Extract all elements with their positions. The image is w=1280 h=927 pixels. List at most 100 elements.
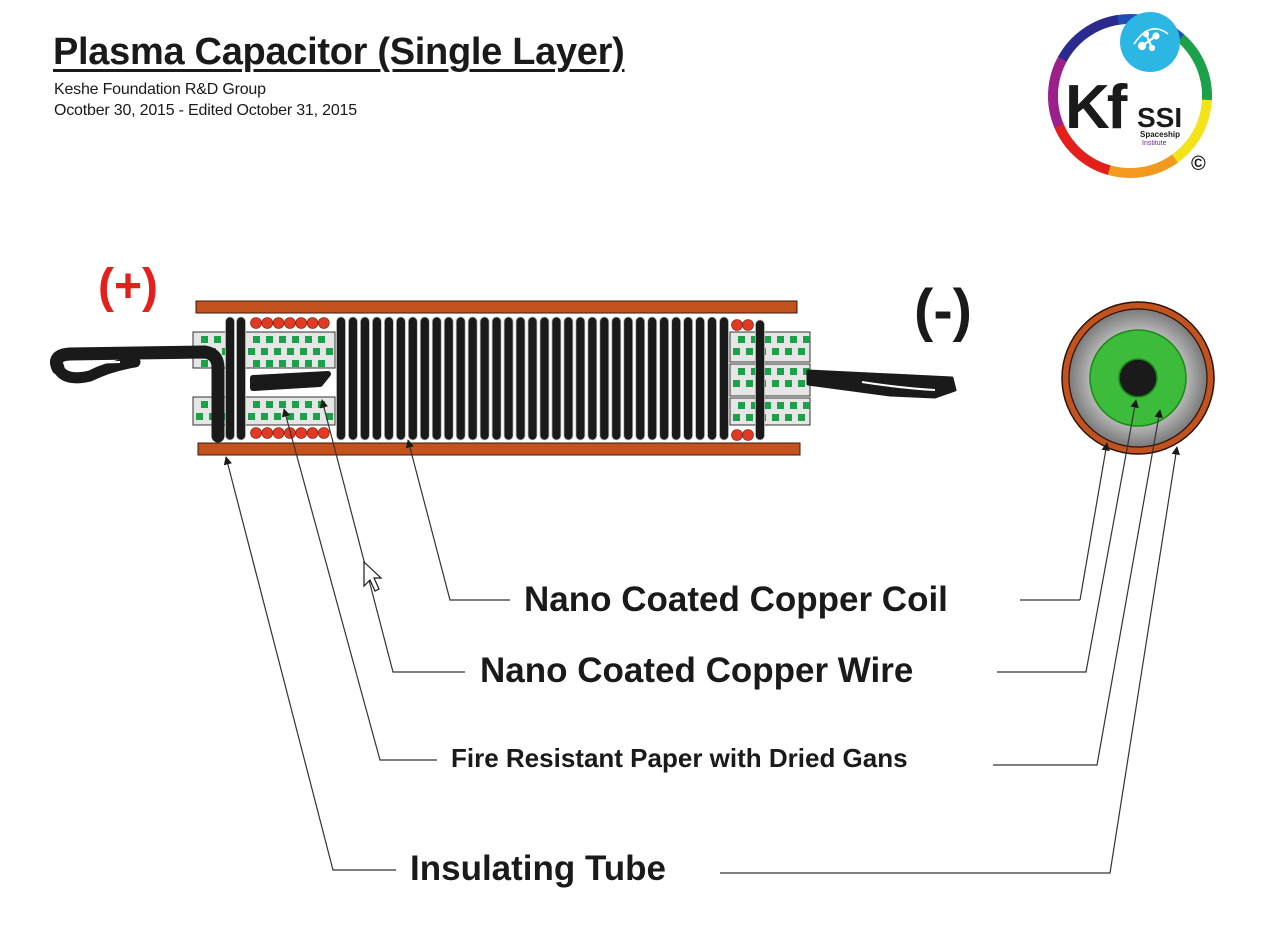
dried-gans-square [733, 348, 740, 355]
wire-bead-top [306, 317, 319, 329]
insulating-tube-top-wall [195, 300, 798, 314]
date-line: Ocotber 30, 2015 - Edited October 31, 20… [54, 102, 357, 119]
negative-terminal-label: (-) [914, 278, 972, 343]
leader-coil-left [405, 439, 510, 601]
dried-gans-square [305, 336, 312, 343]
coil-turn [383, 316, 394, 441]
dried-gans-square [746, 414, 753, 421]
kfssi-logo: Kf SSI Spaceship Institute © [1048, 12, 1212, 178]
logo-tagline-1: Spaceship [1140, 130, 1180, 139]
coil-turn [683, 316, 693, 441]
dried-gans-square [733, 380, 740, 387]
molecule-icon [1133, 28, 1169, 52]
dried-gans-square [305, 401, 312, 408]
dried-gans-square [248, 348, 255, 355]
dried-gans-square [313, 348, 320, 355]
wire-bead-bottom [250, 427, 262, 439]
coil-turn [395, 316, 406, 441]
coil-turn-left [225, 316, 235, 441]
wire-bead-bottom [317, 427, 330, 439]
wire-highlight-right [861, 381, 936, 391]
dried-gans-square [798, 348, 805, 355]
dried-gans-square [261, 413, 268, 420]
coil-turn-right [755, 319, 765, 441]
dried-gans-square [266, 401, 273, 408]
wire-bead-bottom [731, 429, 743, 441]
dried-gans-square [777, 336, 784, 343]
wire-bead-top [261, 317, 274, 329]
coil-turn [707, 316, 717, 441]
dried-gans-square [318, 360, 325, 367]
logo-ring-segment [1057, 15, 1119, 62]
dried-gans-square [746, 380, 753, 387]
leader-tube-right [720, 446, 1180, 874]
dried-gans-square [326, 413, 333, 420]
coil-turn-left [236, 316, 246, 441]
coil-turn [635, 316, 646, 441]
coil-turn [419, 316, 430, 441]
dried-gans-square [803, 336, 810, 343]
wire-highlight [67, 361, 121, 369]
dried-gans-square [738, 336, 745, 343]
dried-gans-square [201, 336, 208, 343]
logo-ring-segment [1053, 122, 1111, 175]
dried-gans-square [751, 368, 758, 375]
dried-gans-square [300, 413, 307, 420]
dried-gans-square [751, 402, 758, 409]
dried-gans-square [279, 336, 286, 343]
dried-gans-square [279, 360, 286, 367]
page-title: Plasma Capacitor (Single Layer) [53, 31, 625, 73]
dried-gans-square [305, 360, 312, 367]
dried-gans-square [253, 360, 260, 367]
coil-turn [360, 316, 370, 441]
leader-lines [223, 399, 1180, 874]
coil-turn [348, 316, 358, 441]
dried-gans-square [313, 413, 320, 420]
dried-gans-square [253, 336, 260, 343]
dried-gans-square [764, 368, 771, 375]
dried-gans-square [266, 336, 273, 343]
leader-tube-left [223, 456, 396, 871]
coil-turn [611, 316, 622, 441]
dried-gans-square [266, 360, 273, 367]
wire-bead-top [250, 317, 262, 329]
dried-gans-square [201, 401, 208, 408]
logo-tagline-2: Institute [1142, 140, 1167, 147]
nano-coated-copper-coil [225, 316, 765, 441]
coil-turn [539, 316, 550, 441]
dried-gans-square [790, 336, 797, 343]
wire-bead-top [317, 317, 330, 329]
dried-gans-square [785, 348, 792, 355]
coil-turn [515, 316, 526, 441]
coil-turn [407, 316, 418, 441]
wire-bead-top [272, 317, 285, 329]
coil-turn [336, 316, 346, 441]
logo-ring-segment [1106, 154, 1178, 178]
dried-gans-square [790, 402, 797, 409]
leader-paper-right [993, 409, 1163, 766]
label-copper-wire: Nano Coated Copper Wire [480, 651, 913, 690]
wire-bead-top [295, 317, 308, 329]
coil-turn [599, 316, 610, 441]
logo-ring-segment [1177, 34, 1212, 102]
dried-gans-square [798, 380, 805, 387]
dried-gans-square [785, 414, 792, 421]
coil-turn [372, 316, 382, 441]
logo-ring-segment [1048, 55, 1068, 128]
dried-gans-square [746, 348, 753, 355]
leader-paper-left [281, 408, 437, 761]
coil-turn [455, 316, 466, 441]
coil-turn [671, 316, 682, 441]
copper-wire-beads [250, 317, 754, 441]
wire-bead-bottom [295, 427, 308, 439]
dried-gans-square [772, 414, 779, 421]
label-copper-coil: Nano Coated Copper Coil [524, 580, 948, 619]
dried-gans-square [196, 413, 203, 420]
coil-turn [695, 316, 705, 441]
logo-kf-text: Kf [1065, 73, 1128, 142]
dried-gans-square [764, 402, 771, 409]
coil-turn [431, 316, 442, 441]
mouse-cursor-icon [363, 560, 383, 592]
dried-gans-square [274, 348, 281, 355]
wire-bead-top [731, 319, 743, 331]
